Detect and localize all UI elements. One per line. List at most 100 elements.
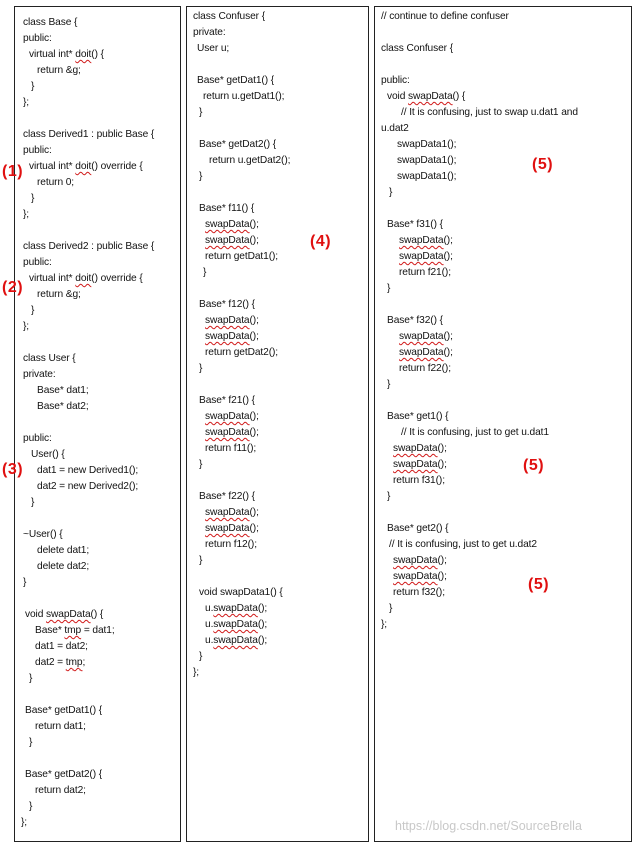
code-line: public:	[23, 33, 52, 44]
code-line: }	[29, 801, 33, 812]
code-line: }	[387, 283, 391, 294]
code-line: u.swapData();	[205, 603, 268, 614]
code-line: return 0;	[37, 177, 75, 188]
code-line: void swapData() {	[25, 609, 104, 620]
code-line: return &g;	[37, 65, 81, 76]
code-line: u.dat2	[381, 123, 409, 134]
spellcheck-underline: swapData	[399, 235, 444, 246]
code-line: }	[31, 305, 35, 316]
code-line: return f12();	[205, 539, 257, 550]
code-panel-middle: class Confuser {private:User u;Base* get…	[186, 6, 369, 842]
code-line: public:	[23, 145, 52, 156]
spellcheck-underline: doit	[75, 49, 92, 60]
code-line: Base* getDat2() {	[199, 139, 277, 150]
annotation-5b: (5)	[523, 457, 545, 474]
spellcheck-underline: swapData	[205, 427, 250, 438]
code-line: dat1 = dat2;	[35, 641, 88, 652]
code-line: return getDat2();	[205, 347, 279, 358]
code-line: ~User() {	[23, 529, 63, 540]
spellcheck-underline: swapData	[213, 603, 258, 614]
code-line: Base* f21() {	[199, 395, 255, 406]
annotation-5c: (5)	[528, 576, 550, 593]
code-line: virtual int* doit() {	[29, 49, 104, 60]
code-line: private:	[23, 369, 56, 380]
spellcheck-underline: swapData	[213, 619, 258, 630]
spellcheck-underline: swapData	[408, 91, 453, 102]
spellcheck-underline: swapData	[393, 459, 438, 470]
code-line: swapData();	[399, 251, 453, 262]
code-line: u.swapData();	[205, 635, 268, 646]
code-line: swapData();	[205, 507, 259, 518]
code-line: swapData();	[205, 219, 259, 230]
code-line: return f31();	[393, 475, 445, 486]
code-line: User u;	[197, 43, 230, 54]
code-panel-left: class Base {public:virtual int* doit() {…	[14, 6, 181, 842]
spellcheck-underline: doit	[75, 273, 92, 284]
code-line: Base* tmp = dat1;	[35, 625, 115, 636]
code-line: swapData();	[399, 235, 453, 246]
code-line: return f32();	[393, 587, 445, 598]
code-line: delete dat1;	[37, 545, 90, 556]
code-line: }	[387, 379, 391, 390]
code-line: virtual int* doit() override {	[29, 273, 143, 284]
code-line: swapData();	[399, 331, 453, 342]
annotation-2: (2)	[2, 279, 24, 296]
code-line: return dat1;	[35, 721, 86, 732]
code-line: return f21();	[399, 267, 451, 278]
code-line: Base* get1() {	[387, 411, 449, 422]
code-line: return u.getDat2();	[209, 155, 291, 166]
code-line: }	[31, 497, 35, 508]
spellcheck-underline: swapData	[205, 331, 250, 342]
code-line: };	[23, 209, 30, 220]
spellcheck-underline: tmp	[64, 625, 82, 636]
code-line: void swapData() {	[387, 91, 466, 102]
code-line: return u.getDat1();	[203, 91, 285, 102]
code-line: private:	[193, 27, 226, 38]
code-line: }	[29, 737, 33, 748]
code-line: class Confuser {	[381, 43, 454, 54]
code-line: }	[389, 187, 393, 198]
code-line: };	[23, 321, 30, 332]
code-line: dat2 = new Derived2();	[37, 481, 139, 492]
watermark: https://blog.csdn.net/SourceBrella	[395, 819, 582, 833]
code-line: Base* get2() {	[387, 523, 449, 534]
spellcheck-underline: swapData	[205, 315, 250, 326]
code-line: }	[199, 555, 203, 566]
code-line: }	[389, 603, 393, 614]
code-line: }	[31, 81, 35, 92]
code-line: // It is confusing, just to get u.dat1	[401, 427, 549, 438]
code-line: }	[31, 193, 35, 204]
code-line: }	[199, 171, 203, 182]
code-line: }	[29, 673, 33, 684]
spellcheck-underline: swapData	[399, 347, 444, 358]
code-line: public:	[23, 257, 52, 268]
code-line: }	[199, 651, 203, 662]
annotation-3: (3)	[2, 461, 24, 478]
code-line: public:	[381, 75, 410, 86]
code-line: class Derived2 : public Base {	[23, 241, 155, 252]
code-line: swapData();	[393, 571, 447, 582]
code-line: dat1 = new Derived1();	[37, 465, 139, 476]
annotation-4: (4)	[310, 233, 332, 250]
code-line: }	[199, 363, 203, 374]
code-line: swapData();	[205, 411, 259, 422]
code-line: };	[21, 817, 28, 828]
code-line: }	[387, 491, 391, 502]
spellcheck-underline: swapData	[399, 331, 444, 342]
code-line: swapData1();	[397, 155, 457, 166]
code-line: return getDat1();	[205, 251, 279, 262]
code-line: swapData();	[393, 459, 447, 470]
code-line: return f22();	[399, 363, 451, 374]
spellcheck-underline: swapData	[205, 411, 250, 422]
code-line: Base* f12() {	[199, 299, 255, 310]
code-line: swapData();	[205, 331, 259, 342]
spellcheck-underline: swapData	[393, 571, 438, 582]
code-line: }	[23, 577, 27, 588]
code-line: swapData();	[205, 315, 259, 326]
code-line: swapData();	[205, 235, 259, 246]
code-line: swapData();	[393, 443, 447, 454]
code-line: // continue to define confuser	[381, 11, 509, 22]
code-line: return dat2;	[35, 785, 86, 796]
code-line: };	[193, 667, 200, 678]
code-line: virtual int* doit() override {	[29, 161, 143, 172]
